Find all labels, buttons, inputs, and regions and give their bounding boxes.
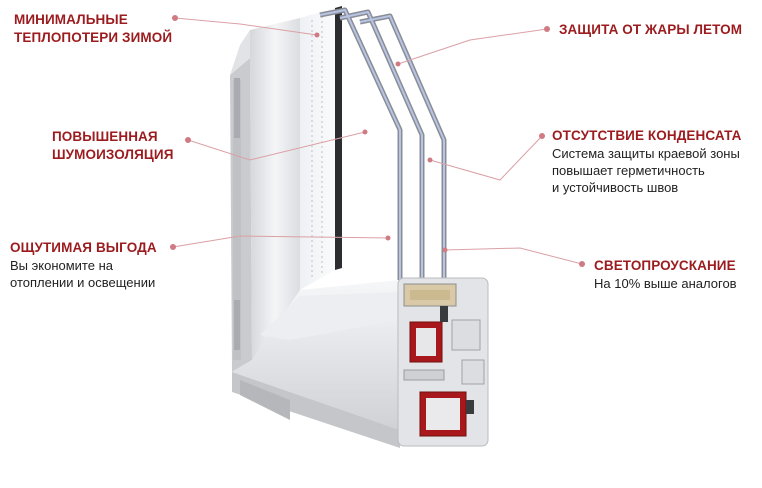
callout-title: ОТСУТСТВИЕ КОНДЕНСАТА (552, 128, 742, 143)
callout-title: МИНИМАЛЬНЫЕ (14, 12, 128, 27)
callout-condensate: ОТСУТСТВИЕ КОНДЕНСАТА Система защиты кра… (552, 127, 741, 196)
callout-title: ОЩУТИМАЯ ВЫГОДА (10, 240, 157, 255)
callout-benefit: ОЩУТИМАЯ ВЫГОДА Вы экономите на отоплени… (10, 239, 157, 291)
leader-lines (170, 15, 585, 267)
callout-title: ТЕПЛОПОТЕРИ ЗИМОЙ (14, 30, 173, 45)
callout-description: Вы экономите на (10, 258, 113, 273)
callout-title: ЗАЩИТА ОТ ЖАРЫ ЛЕТОМ (559, 22, 743, 37)
glass-unit (300, 6, 342, 290)
callout-description: отоплении и освещении (10, 275, 156, 290)
callout-noise-insulation: ПОВЫШЕННАЯ ШУМОИЗОЛЯЦИЯ (52, 128, 174, 164)
callout-light-transmission: СВЕТОПРОУСКАНИЕ На 10% выше аналогов (594, 257, 737, 292)
callout-description: Система защиты краевой зоны (552, 146, 740, 161)
frame-horizontal (232, 280, 400, 448)
callout-description: и устойчивость швов (552, 180, 679, 195)
profile-cross-section (397, 277, 489, 447)
callout-description: На 10% выше аналогов (594, 276, 737, 291)
glass-section-lines (319, 7, 447, 280)
callout-title: СВЕТОПРОУСКАНИЕ (594, 258, 736, 273)
callout-heat-protection: ЗАЩИТА ОТ ЖАРЫ ЛЕТОМ (559, 21, 742, 39)
callout-min-heat-loss: МИНИМАЛЬНЫЕ ТЕПЛОПОТЕРИ ЗИМОЙ (14, 11, 172, 47)
callout-description: повышает герметичность (552, 163, 705, 178)
callout-title: ШУМОИЗОЛЯЦИЯ (52, 147, 174, 162)
callout-title: ПОВЫШЕННАЯ (52, 129, 158, 144)
frame-vertical (230, 18, 300, 372)
